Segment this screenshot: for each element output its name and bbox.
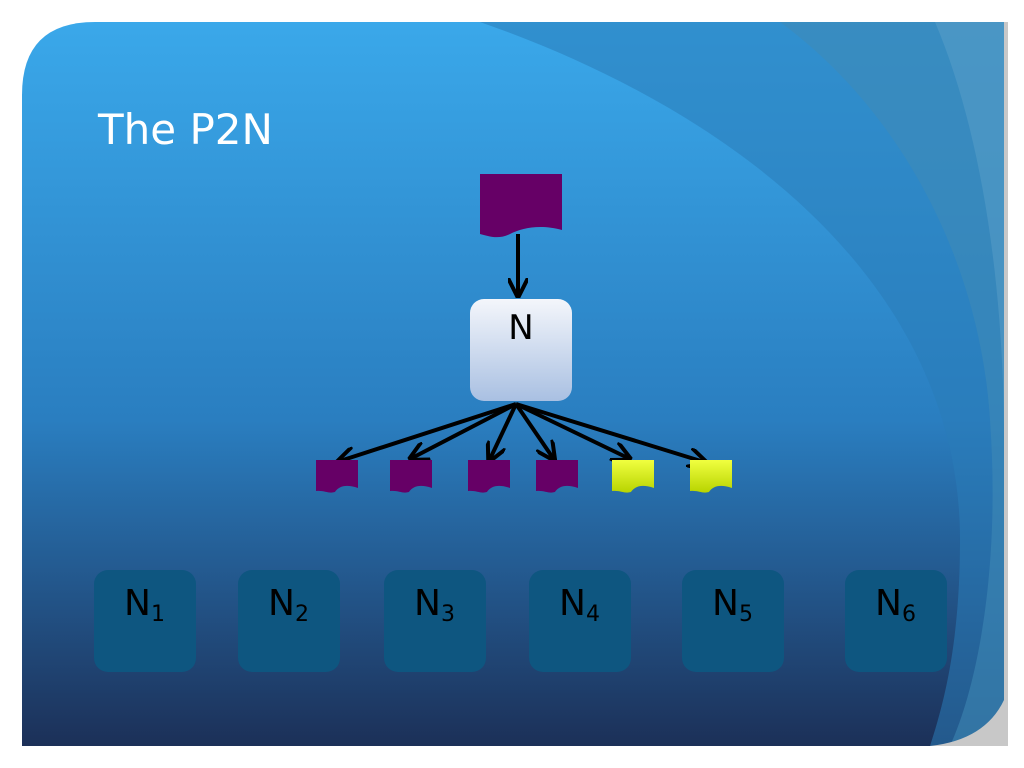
storage-node-5: N5 <box>682 570 784 672</box>
slide-corner <box>930 700 1004 746</box>
chunk-6-yellow <box>690 460 732 493</box>
slide-title: The P2N <box>97 105 273 154</box>
storage-node-subscript: 5 <box>739 602 753 627</box>
arrow-to-chunk-1 <box>340 402 517 461</box>
storage-node-4: N4 <box>529 570 631 672</box>
master-node: N <box>470 299 572 401</box>
storage-node-box <box>845 570 947 672</box>
distribution-arrows <box>340 402 704 462</box>
storage-node-6: N6 <box>845 570 947 672</box>
master-node-label: N <box>508 308 533 348</box>
storage-node-3: N3 <box>384 570 486 672</box>
storage-node-subscript: 4 <box>586 602 600 627</box>
storage-node-1: N1 <box>94 570 196 672</box>
arrow-to-chunk-4 <box>514 402 553 458</box>
arrow-to-chunk-2 <box>412 402 517 458</box>
arrow-to-chunk-5 <box>515 402 628 458</box>
storage-node-box <box>94 570 196 672</box>
chunk-3-purple <box>468 460 510 493</box>
slide-edge <box>1004 22 1008 746</box>
arrow-to-chunk-6 <box>515 402 704 462</box>
storage-nodes: N1 N2 N3 N4 N5 N6 <box>94 570 947 672</box>
file-chunks <box>316 460 732 493</box>
arrow-to-chunk-3 <box>490 403 518 459</box>
storage-node-subscript: 6 <box>902 602 916 627</box>
chunk-1-purple <box>316 460 358 493</box>
storage-node-box <box>238 570 340 672</box>
storage-node-box <box>682 570 784 672</box>
storage-node-box <box>529 570 631 672</box>
chunk-2-purple <box>390 460 432 493</box>
storage-node-subscript: 1 <box>151 602 165 627</box>
chunk-5-yellow <box>612 460 654 493</box>
storage-node-2: N2 <box>238 570 340 672</box>
storage-node-subscript: 3 <box>441 602 455 627</box>
storage-node-subscript: 2 <box>295 602 309 627</box>
chunk-4-purple <box>536 460 578 493</box>
storage-node-box <box>384 570 486 672</box>
source-file-icon <box>480 174 562 238</box>
